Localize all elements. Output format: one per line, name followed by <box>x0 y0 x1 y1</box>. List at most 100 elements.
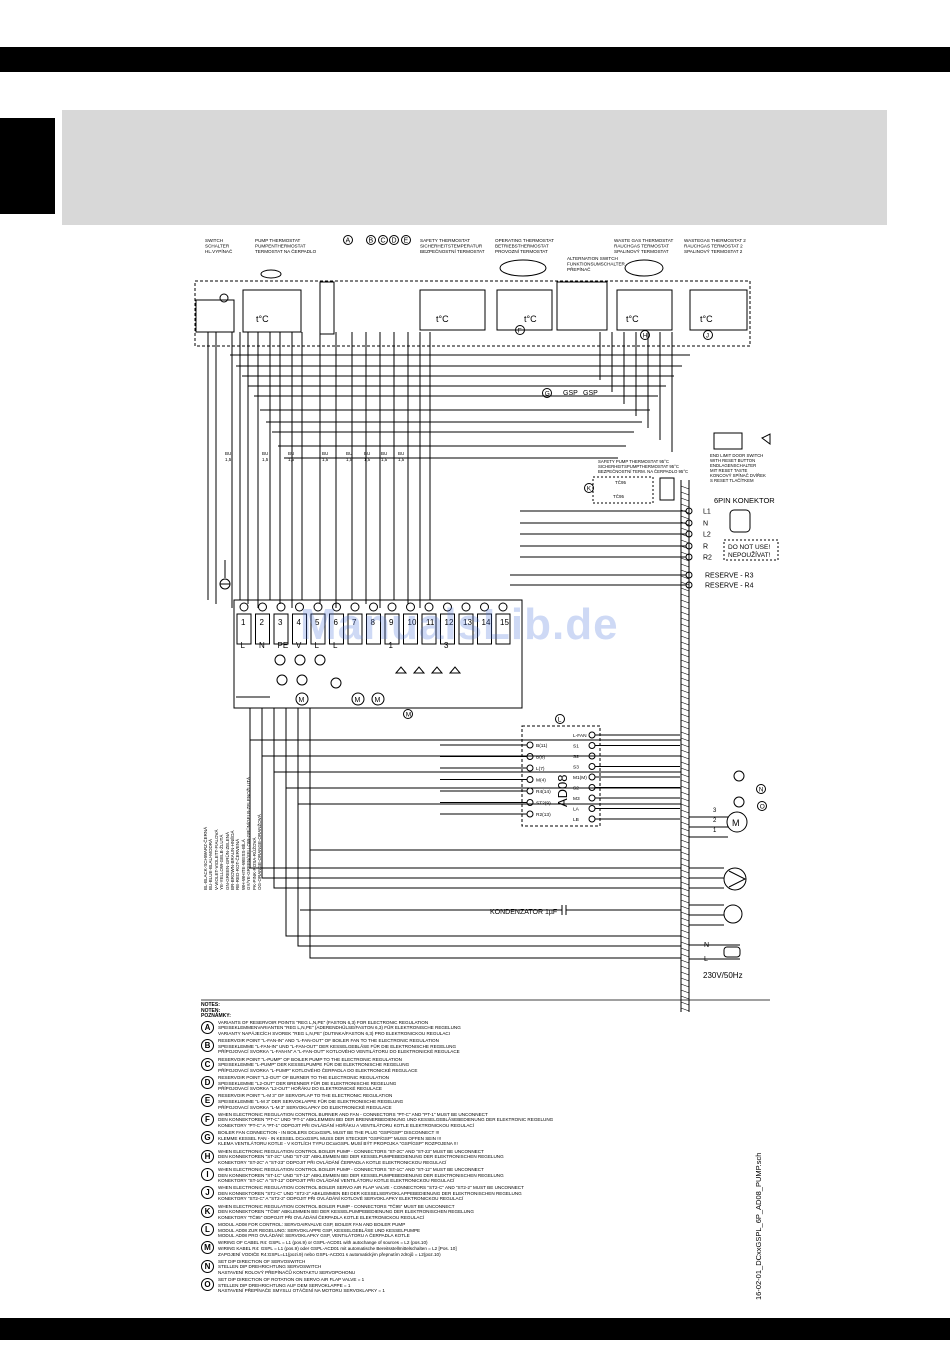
supply-pin-label: L <box>704 956 708 963</box>
bus-hatch <box>680 557 690 562</box>
bus-hatch <box>680 809 690 814</box>
door-switch-label: END LIMIT DOOR SWITCH <box>710 453 763 458</box>
reference-marker-label: A <box>346 238 351 245</box>
bus-hatch <box>680 947 690 952</box>
bus-hatch <box>680 527 690 532</box>
servo-motor-icon <box>726 811 748 833</box>
bus-hatch <box>680 485 690 490</box>
servo-dial-icon <box>733 796 745 808</box>
note-line: WHEN ELECTRONIC REGULATION CONTROL BOILE… <box>218 1148 484 1154</box>
reference-marker-label: D <box>392 238 397 245</box>
reference-marker-label: H <box>643 333 648 340</box>
component-title: FUNKTIONSUMSCHALTER <box>567 262 626 267</box>
note-badge: J <box>201 1186 214 1200</box>
connector-pin <box>685 542 693 550</box>
terminal-cell <box>366 613 381 645</box>
bus-hatch <box>680 539 690 544</box>
bus-hatch <box>680 893 690 898</box>
bus-hatch <box>680 953 690 958</box>
bus-hatch <box>680 587 690 592</box>
bus-hatch <box>680 959 690 964</box>
note-text: WHEN ELECTRONIC REGULATION CONTROL BURNE… <box>218 1112 553 1129</box>
door-switch-label: KONCOVÝ SPÍNAČ DVÍŘEK <box>710 473 766 478</box>
module-pin-label: S2 <box>573 754 579 760</box>
wire-color-tag: BU <box>346 451 352 456</box>
lower-wire <box>285 708 681 789</box>
bus-hatch <box>680 971 690 976</box>
terminal-letter: 1 <box>389 641 394 650</box>
bus-hatch <box>680 581 690 586</box>
waste-gas-dial-icon <box>624 259 664 277</box>
note-line: PŘÍPOJOVACÍ SVORKA "L-M 3" SERVOKLAPKY D… <box>218 1104 392 1110</box>
bus-hatch <box>680 899 690 904</box>
note-line: KONEKTORY "ST2-C" A "ST2-2" ODPOJIT PŘI … <box>218 1196 464 1202</box>
door-switch <box>713 432 743 450</box>
note-line: MODUL AD08 FOR CONTROL: SERVOAIRVALVE GS… <box>218 1222 406 1228</box>
notes-heading-line: NOTES: <box>201 1002 220 1008</box>
module-pin-label: R2(13) <box>536 812 551 818</box>
bus-hatch <box>680 749 690 754</box>
note-text: WHEN ELECTRONIC REGULATION CONTROL BOILE… <box>218 1204 474 1221</box>
lower-wire <box>261 708 681 757</box>
note-line: KONEKTORY "ST-1C" A "ST-12" ODPOJIT PŘI … <box>218 1178 455 1184</box>
component-title: TERMOSTAT NA ČERPADLO <box>255 248 317 254</box>
reference-marker-label: N <box>759 787 764 794</box>
note-line: BOILER FAN CONNECTION - IN BOILERS DCxxG… <box>218 1130 440 1136</box>
component-frame <box>194 280 751 347</box>
motor-label: M <box>732 818 740 828</box>
bus-hatch <box>680 563 690 568</box>
wire-size-tag: 1,5 <box>346 457 353 462</box>
fan-symbol-icon <box>296 674 308 686</box>
thermostat-code-label: TČ95 <box>613 493 625 499</box>
pump-thermostat <box>242 289 302 333</box>
wire-size-tag: 1,5 <box>322 457 329 462</box>
connector-title: 6PIN KONEKTOR <box>714 496 775 505</box>
bus-hatch <box>680 977 690 982</box>
header-grey-panel <box>62 110 887 225</box>
note-badge: A <box>201 1020 214 1034</box>
note-line: DEN KONNEKTOREN "PT-C" UND "PT-1" ABKLEM… <box>218 1117 554 1123</box>
terminal-cell <box>292 613 307 645</box>
terminal-number: 7 <box>352 618 357 627</box>
reserve-label: RESERVE - R3 <box>705 573 754 580</box>
reference-marker-label: M <box>406 712 411 719</box>
supply-pin-label: N <box>704 942 709 949</box>
reference-marker-label: K <box>587 486 592 493</box>
thermostat-unit: t°C <box>524 314 537 324</box>
note-line: VARIANTY NAPÁJECÍCH SVOREK "REG L,N,PE" … <box>218 1030 450 1036</box>
bus-hatch <box>680 881 690 886</box>
wire-size-tag: 1,5 <box>398 457 405 462</box>
safety-pump-label: SAFETY PUMP THERMOSTAT 95°C <box>598 459 669 464</box>
note-line: SPEISEKLEMME "L-M 3" DER SERVOKLAPPE FÜR… <box>218 1098 404 1104</box>
terminal-number: 1 <box>241 618 246 627</box>
connector-plug-icon <box>729 509 751 533</box>
bus-hatch <box>680 851 690 856</box>
module-pin-label: M3 <box>573 796 580 802</box>
note-line: DEN KONNEKTOREN "TČ95" ABKLEMMEN BEI DER… <box>218 1209 474 1215</box>
bus-hatch <box>680 647 690 652</box>
relay-contact-icon <box>448 666 462 674</box>
wire-size-tag: 1,5 <box>262 457 269 462</box>
reserve-label: RESERVE - R4 <box>705 583 754 590</box>
note-text: RESERVOIR POINT "L-M 3" OF SERVOFLAP TO … <box>218 1093 403 1110</box>
terminal-letter: 3 <box>444 641 449 650</box>
terminal-letter: PE <box>278 641 289 650</box>
bus-hatch <box>680 989 690 994</box>
module-pin <box>588 773 596 781</box>
ground-icon <box>219 578 231 590</box>
note-text: VARIANTS OF RESERVOIR POINTS "REG L,N,PE… <box>218 1020 461 1037</box>
terminal-number: 12 <box>445 618 454 627</box>
do-not-use-label: NEPOUŽÍVAT! <box>728 550 771 559</box>
motor-label: M <box>355 697 361 704</box>
component-title: PŘEPÍNAČ <box>567 265 591 272</box>
bus-hatch <box>680 665 690 670</box>
note-line: NASTAVENÍ PŘEPÍNAČE SMYSLU OTÁČENÍ NA MO… <box>218 1288 385 1294</box>
bus-hatch <box>680 785 690 790</box>
note-line: WHEN ELECTRONIC REGULATION CONTROL BOILE… <box>218 1185 524 1191</box>
component-title: WASTE GAS THERMOSTAT <box>614 238 673 243</box>
relay-contact-icon <box>394 666 408 674</box>
